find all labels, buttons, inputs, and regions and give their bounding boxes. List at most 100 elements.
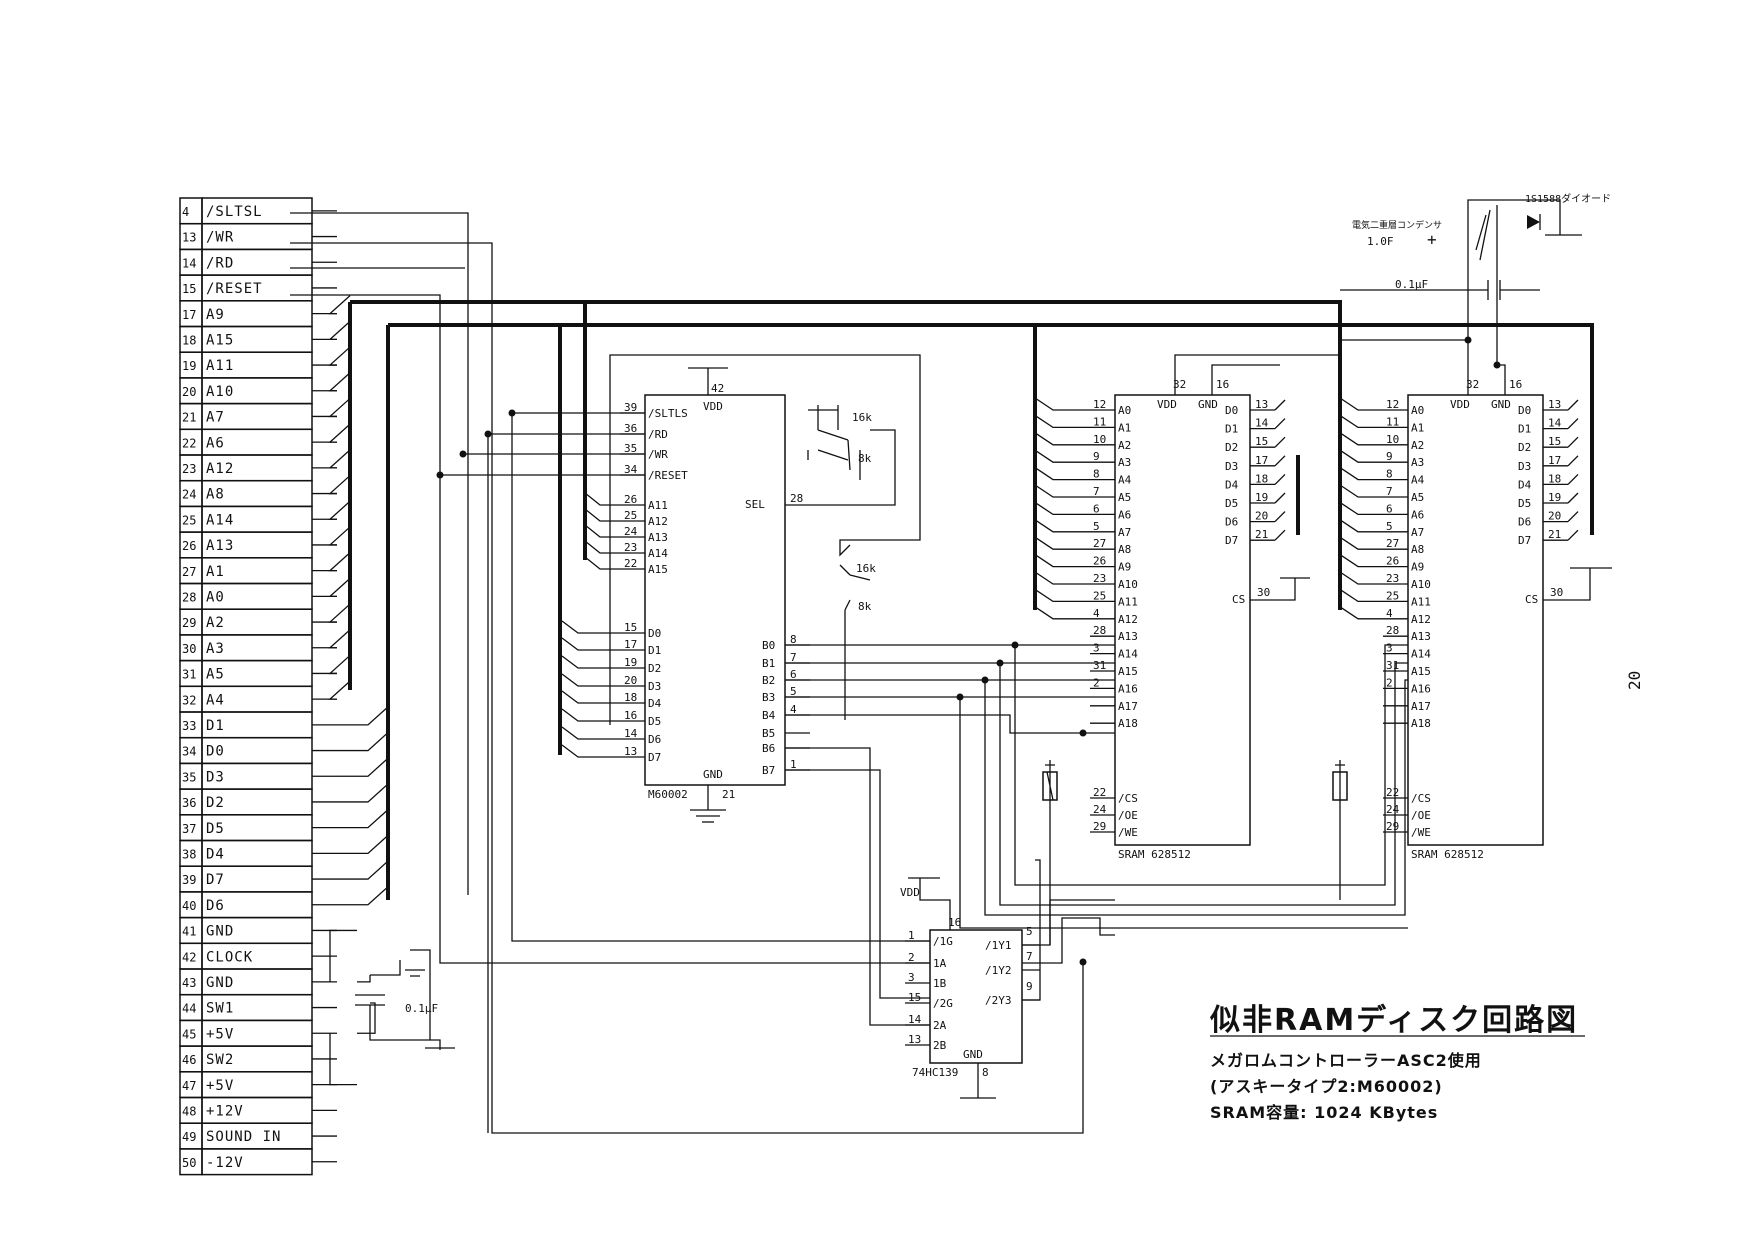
connector-pin-label: GND: [206, 924, 234, 940]
connector-pin-number: 14: [182, 256, 196, 270]
connector-pin-label: A4: [206, 692, 225, 708]
sram-left-pin-number: 12: [1386, 398, 1399, 411]
m60002-left-pin-number: 15: [624, 621, 637, 634]
connector-pin-number: 4: [182, 205, 189, 219]
sram-left-pin-number: 11: [1093, 415, 1106, 428]
m60002-left-pin-label: D5: [648, 715, 661, 728]
sram-left-pin-label: A0: [1411, 404, 1424, 417]
sram-addr-bus-wire: [1339, 484, 1383, 498]
m60002-left-pin-label: A14: [648, 547, 668, 560]
sram1-cs-pin: 30: [1257, 586, 1270, 599]
decoder-gnd-label: GND: [963, 1048, 983, 1061]
m60002-right-pin-label: B6: [762, 742, 775, 755]
connector-pin-label: +5V: [206, 1078, 234, 1094]
connector-bus-wire: [337, 706, 389, 726]
sram-left-pin-number: 6: [1386, 502, 1393, 515]
connector-bus-wire: [337, 886, 389, 906]
sram-addr-bus-wire: [1339, 606, 1383, 620]
m60002-left-pin-number: 25: [624, 509, 637, 522]
connector-cap-wire: [355, 949, 455, 1050]
sram-right-pin-label: D6: [1225, 516, 1238, 529]
caption-line-2: (アスキータイプ2:M60002): [1210, 1077, 1443, 1096]
sram-left-pin-label: A6: [1118, 508, 1131, 521]
m60002-data-bus-wire: [561, 726, 620, 740]
sram-left-pin-label: A17: [1118, 700, 1138, 713]
connector-bus-wire: [328, 295, 351, 315]
m60002-data-bus-wire: [561, 708, 620, 722]
connector-pin-label: A11: [206, 358, 234, 374]
sram-addr-bus-wire: [1034, 571, 1090, 585]
connector-pin-label: A14: [206, 512, 234, 528]
sram-data-bus-wire: [1567, 492, 1579, 504]
sram-left-pin-number: 3: [1386, 642, 1393, 655]
sram-right-pin-label: D3: [1225, 460, 1238, 473]
sram-data-bus-wire: [1567, 418, 1579, 430]
sram-left-pin-label: A14: [1118, 648, 1138, 661]
connector-pin-label: /WR: [206, 230, 234, 246]
sram1-name: SRAM 628512: [1118, 848, 1191, 861]
address-bus-lines: [348, 300, 1594, 900]
m60002-right-pin-label: B0: [762, 639, 775, 652]
sram-ctrl-pin-number: 24: [1386, 803, 1400, 816]
connector-pin-label: A12: [206, 461, 234, 477]
sram-addr-bus-wire: [1034, 484, 1090, 498]
sram-left-pin-label: A9: [1411, 561, 1424, 574]
m60002-vdd-label: VDD: [703, 400, 723, 413]
decoder-right-pin-number: 5: [1026, 925, 1033, 938]
decoder-right-pin-label: /1Y1: [985, 939, 1012, 952]
sram-right-pin-number: 17: [1255, 454, 1268, 467]
m60002-left-pin-number: 34: [624, 463, 638, 476]
connector-pin-number: 40: [182, 899, 196, 913]
connector-pin-number: 38: [182, 848, 196, 862]
sram-left-pin-number: 9: [1093, 450, 1100, 463]
connector-bus-wire: [328, 680, 351, 700]
sram1-gnd-label: GND: [1198, 398, 1218, 411]
decoder-left-pin-label: /2G: [933, 997, 953, 1010]
connector-bus-wire: [328, 629, 351, 649]
sram-ctrl-pin-label: /CS: [1118, 792, 1138, 805]
connector-pin-label: SW2: [206, 1052, 234, 1068]
sram-left-pin-number: 2: [1093, 676, 1100, 689]
m60002-left-pin-number: 22: [624, 557, 637, 570]
sram-data-bus-wire: [1274, 473, 1286, 485]
connector-pin-label: /SLTSL: [206, 204, 263, 220]
sram-left-pin-label: A4: [1118, 474, 1132, 487]
connector-bus-wire: [328, 552, 351, 572]
sram-left-pin-number: 25: [1386, 589, 1399, 602]
connector-pin-number: 46: [182, 1053, 196, 1067]
sram-left-pin-number: 5: [1386, 520, 1393, 533]
m60002-sel-pin: 28: [790, 492, 803, 505]
m60002-left-pin-label: D3: [648, 680, 661, 693]
sram1-cs-label: CS: [1232, 593, 1245, 606]
connector-pin-number: 32: [182, 693, 196, 707]
sram-addr-bus-wire: [1034, 606, 1090, 620]
connector-bus-wire: [328, 654, 351, 675]
sram-right-pin-number: 19: [1255, 491, 1268, 504]
sram2-cs-label: CS: [1525, 593, 1538, 606]
decoder-left-pin-label: /1G: [933, 935, 953, 948]
sram-addr-bus-wire: [1034, 519, 1090, 533]
sram-right-pin-label: D1: [1225, 423, 1238, 436]
decoder-left-pin-number: 1: [908, 929, 915, 942]
m60002-sel-label: SEL: [745, 498, 765, 511]
m60002-data-bus-wire: [561, 744, 620, 758]
sram-left-pin-label: A12: [1411, 613, 1431, 626]
connector-pin-number: 17: [182, 308, 196, 322]
sram-left-pin-number: 9: [1386, 450, 1393, 463]
sram-left-pin-number: 10: [1093, 433, 1106, 446]
sram-left-pin-number: 4: [1386, 607, 1393, 620]
m60002-left-pin-label: D6: [648, 733, 661, 746]
m60002-left-pin-number: 39: [624, 401, 637, 414]
m60002-left-pin-number: 18: [624, 691, 637, 704]
sram2-vdd-label: VDD: [1450, 398, 1470, 411]
sram-right-pin-label: D5: [1225, 497, 1238, 510]
sram-addr-bus-wire: [1034, 588, 1090, 603]
sram-left-pin-label: A14: [1411, 648, 1431, 661]
sram-left-pin-number: 5: [1093, 520, 1100, 533]
sram-addr-bus-wire: [1034, 449, 1090, 463]
sram-right-pin-number: 21: [1255, 528, 1268, 541]
m60002-right-pin-number: 8: [790, 633, 797, 646]
sram-right-pin-label: D5: [1518, 497, 1531, 510]
connector-pin-label: A2: [206, 615, 225, 631]
sram-addr-bus-wire: [1339, 519, 1383, 533]
